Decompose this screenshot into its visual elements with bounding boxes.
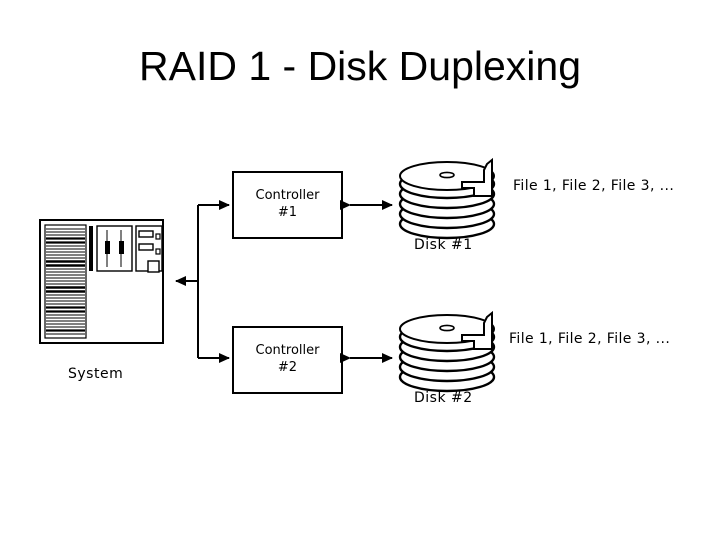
disk-1-contents-label: File 1, File 2, File 3, ... <box>513 178 675 194</box>
system-label: System <box>68 366 124 382</box>
disk-2-platter-stack-icon <box>398 310 496 393</box>
controller-1-box[interactable] <box>232 171 343 239</box>
controller-1-label-line1: Controller <box>255 188 320 203</box>
system-tower-icon <box>39 219 164 344</box>
page-title: RAID 1 - Disk Duplexing <box>138 43 582 89</box>
controller-2-label: Controller #2 <box>233 342 342 376</box>
disk-2-label: Disk #2 <box>414 390 473 406</box>
controller-2-box[interactable] <box>232 326 343 394</box>
system-to-controllers-bus <box>175 200 230 363</box>
disk-2-contents-label: File 1, File 2, File 3, ... <box>509 331 671 347</box>
controller-2-label-line1: Controller <box>255 343 320 358</box>
disk-1-platter-stack-icon <box>398 157 496 240</box>
controller-1-label: Controller #1 <box>233 187 342 221</box>
controller-1-label-line2: #1 <box>277 205 298 220</box>
disk-1-label: Disk #1 <box>414 237 473 253</box>
controller-2-label-line2: #2 <box>277 360 298 375</box>
